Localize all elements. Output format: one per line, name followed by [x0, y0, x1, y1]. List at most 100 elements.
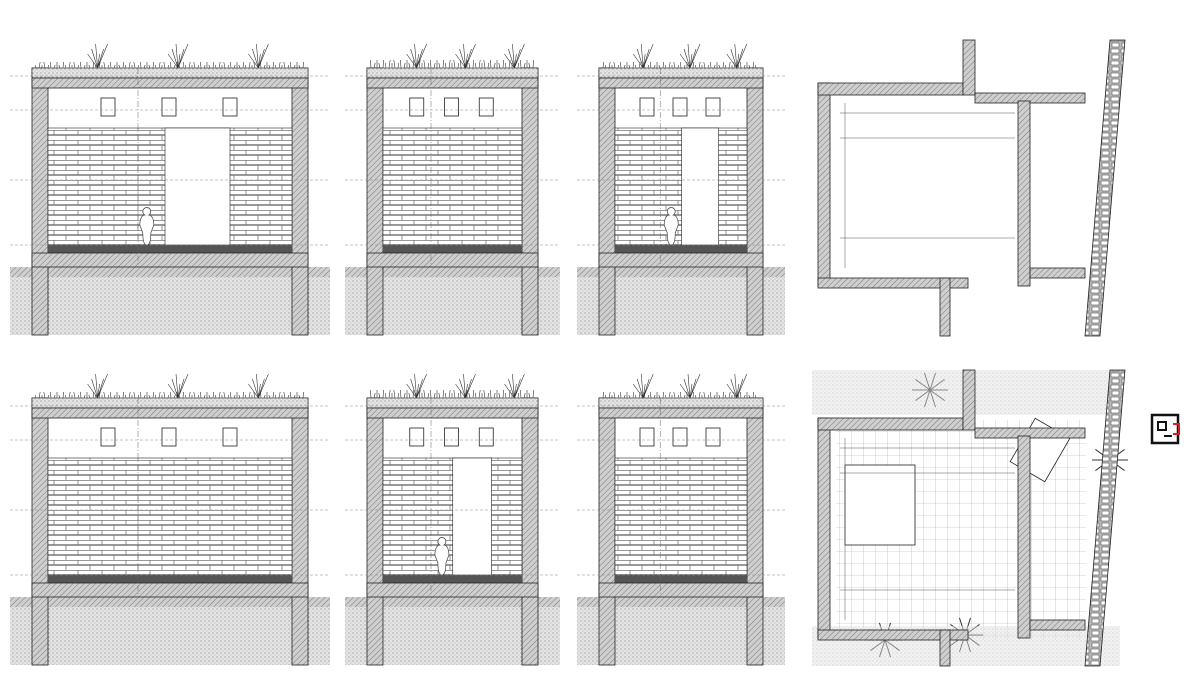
- roof-slab: [366, 77, 539, 89]
- ceiling-beam: [639, 97, 655, 117]
- right-wall: [291, 67, 309, 336]
- roof-slab: [598, 407, 764, 419]
- floor-finish: [615, 245, 747, 253]
- gravel-layer: [577, 597, 785, 607]
- ceiling-beam: [161, 427, 177, 447]
- wall-south-east: [1029, 267, 1086, 279]
- plant: [87, 43, 108, 69]
- gravel-layer: [577, 267, 785, 277]
- plant: [455, 43, 476, 69]
- floor-finish: [383, 245, 522, 253]
- right-wall: [291, 397, 309, 666]
- section-e: [345, 373, 560, 666]
- plant: [679, 43, 701, 69]
- floor-slab: [598, 582, 764, 598]
- wall-west: [817, 417, 831, 639]
- grass: [35, 391, 304, 399]
- plant: [87, 373, 108, 399]
- brick-wall: [47, 457, 293, 576]
- gravel-layer: [345, 597, 560, 607]
- plant: [504, 373, 525, 399]
- ceiling-beam: [705, 97, 721, 117]
- right-wall: [521, 397, 539, 666]
- grass: [602, 61, 757, 69]
- ceiling-beam: [444, 97, 459, 117]
- wall-south: [817, 629, 969, 641]
- brick-wall: [614, 127, 748, 246]
- section-a: [10, 43, 330, 336]
- floor-slab: [31, 252, 309, 268]
- roof-slab: [598, 77, 764, 89]
- ground-fill: [10, 597, 330, 665]
- left-wall: [366, 67, 384, 336]
- plant: [248, 373, 269, 399]
- left-wall: [31, 397, 49, 666]
- key-plan-highlight: [1173, 423, 1180, 435]
- ceiling-beam: [672, 427, 688, 447]
- roof-slab: [366, 407, 539, 419]
- grass: [35, 61, 304, 69]
- wall-north: [817, 417, 964, 431]
- ground-fill: [10, 267, 330, 335]
- ceiling-beam: [705, 427, 721, 447]
- plant: [406, 373, 427, 399]
- wall-south-east: [1029, 619, 1086, 631]
- wall-west: [817, 82, 831, 287]
- section-b: [345, 43, 560, 336]
- grass: [602, 391, 757, 399]
- plant: [455, 373, 476, 399]
- left-wall: [366, 397, 384, 666]
- section-f: [577, 373, 785, 666]
- roof-slab: [31, 77, 309, 89]
- grass: [370, 389, 534, 399]
- floor-slab: [366, 252, 539, 268]
- key-plan-rooms: [1157, 421, 1172, 437]
- plant: [632, 373, 654, 399]
- human-figure-silhouette: [663, 207, 679, 246]
- wall-south-stub: [939, 629, 951, 667]
- ceiling-beam: [100, 427, 116, 447]
- human-figure-silhouette: [434, 537, 450, 576]
- ceiling-beam: [478, 427, 494, 447]
- green-roof-soil: [366, 67, 539, 79]
- ceiling-beam: [409, 427, 425, 447]
- ceiling-beam: [222, 427, 238, 447]
- plan-structure: [817, 39, 1126, 337]
- key-plan: [1150, 413, 1180, 445]
- plant: [167, 373, 189, 399]
- floor-finish: [615, 575, 747, 583]
- wall-north-stub: [962, 369, 976, 431]
- ceiling-beam: [478, 97, 494, 117]
- floor-slab: [31, 582, 309, 598]
- green-roof-soil: [366, 397, 539, 409]
- gravel-layer: [10, 267, 330, 277]
- ceiling-beam: [444, 427, 459, 447]
- plant: [167, 43, 189, 69]
- ceiling-beam: [161, 97, 177, 117]
- plant: [504, 43, 525, 69]
- plan-furnished: [812, 369, 1128, 667]
- opening: [681, 127, 719, 246]
- grass: [370, 59, 534, 69]
- plant: [406, 43, 427, 69]
- brick-wall: [614, 457, 748, 576]
- plant: [726, 43, 748, 69]
- left-wall: [598, 67, 616, 336]
- gravel-layer: [10, 597, 330, 607]
- wall-south: [817, 277, 969, 289]
- left-wall: [31, 67, 49, 336]
- wall-east: [1017, 100, 1031, 287]
- boundary-stone-wall: [1084, 39, 1126, 337]
- plant: [726, 373, 748, 399]
- opening: [164, 127, 231, 246]
- section-d: [10, 373, 330, 666]
- wall-south-stub: [939, 277, 951, 337]
- ceiling-beam: [672, 97, 688, 117]
- plant: [248, 43, 269, 69]
- floor-slab: [366, 582, 539, 598]
- right-wall: [521, 67, 539, 336]
- wall-north-stub: [962, 39, 976, 96]
- human-figure-silhouette: [139, 207, 155, 246]
- green-roof-soil: [598, 67, 764, 79]
